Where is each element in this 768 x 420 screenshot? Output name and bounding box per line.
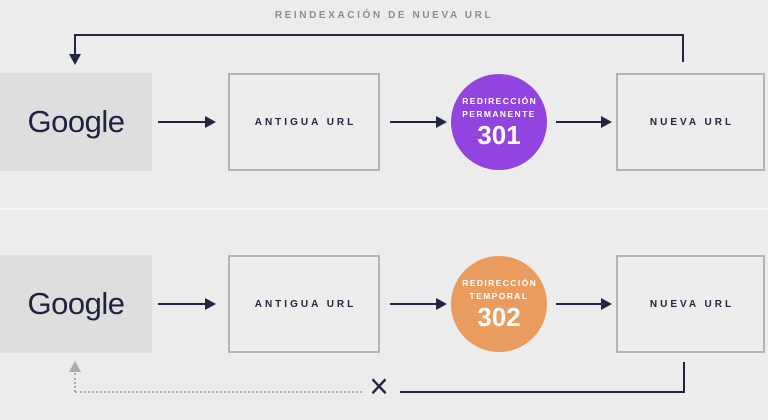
redirect-type-line2: TEMPORAL [469,290,529,301]
redirect-301-circle: REDIRECCIÓN PERMANENTE 301 [451,74,547,170]
antigua-url-box: ANTIGUA URL [228,255,380,353]
redirect-code: 302 [477,302,521,333]
return-path-dotted-line [75,391,362,393]
redirect-type-label: REDIRECCIÓN TEMPORAL [461,277,537,303]
arrowhead-icon [205,116,216,128]
flow-arrow-icon [556,116,612,128]
arrowhead-icon [436,298,447,310]
flow-arrow-icon [390,298,447,310]
flow-arrow-icon [556,298,612,310]
google-box: Google [0,73,152,171]
redirect-302-circle: REDIRECCIÓN TEMPORAL 302 [451,256,547,352]
redirect-type-label: REDIRECCIÓN PERMANENTE [461,95,537,121]
nueva-url-label: NUEVA URL [649,116,735,128]
return-path-dotted-vertical [74,373,76,392]
arrowhead-icon [601,298,612,310]
flow-arrow-icon [158,116,216,128]
return-path-solid-line [400,362,685,393]
redirect-type-line2: PERMANENTE [462,108,536,119]
google-logo: Google [27,104,125,139]
antigua-url-label: ANTIGUA URL [254,116,357,128]
arrow-up-icon [69,361,81,372]
arrow-down-icon [69,54,81,65]
section-divider [0,208,768,210]
arrowhead-icon [601,116,612,128]
google-logo: Google [27,286,125,321]
flow-arrow-icon [158,298,216,310]
nueva-url-box: NUEVA URL [616,255,765,353]
reindex-title: REINDEXACIÓN DE NUEVA URL [274,10,494,21]
arrowhead-icon [205,298,216,310]
redirect-code: 301 [477,120,521,151]
google-box: Google [0,255,152,353]
reindex-path-line [75,34,684,62]
antigua-url-label: ANTIGUA URL [254,298,357,310]
arrowhead-icon [436,116,447,128]
blocked-x-icon: × [369,365,389,406]
redirect-302-row: Google ANTIGUA URL REDIRECCIÓN TEMPORAL 3… [0,255,768,353]
redirect-type-line1: REDIRECCIÓN [462,277,538,288]
flow-arrow-icon [390,116,447,128]
nueva-url-label: NUEVA URL [649,298,735,310]
antigua-url-box: ANTIGUA URL [228,73,380,171]
redirect-301-row: Google ANTIGUA URL REDIRECCIÓN PERMANENTE… [0,73,768,171]
redirect-type-line1: REDIRECCIÓN [462,95,538,106]
reindex-path-left-segment [74,34,76,55]
nueva-url-box: NUEVA URL [616,73,765,171]
